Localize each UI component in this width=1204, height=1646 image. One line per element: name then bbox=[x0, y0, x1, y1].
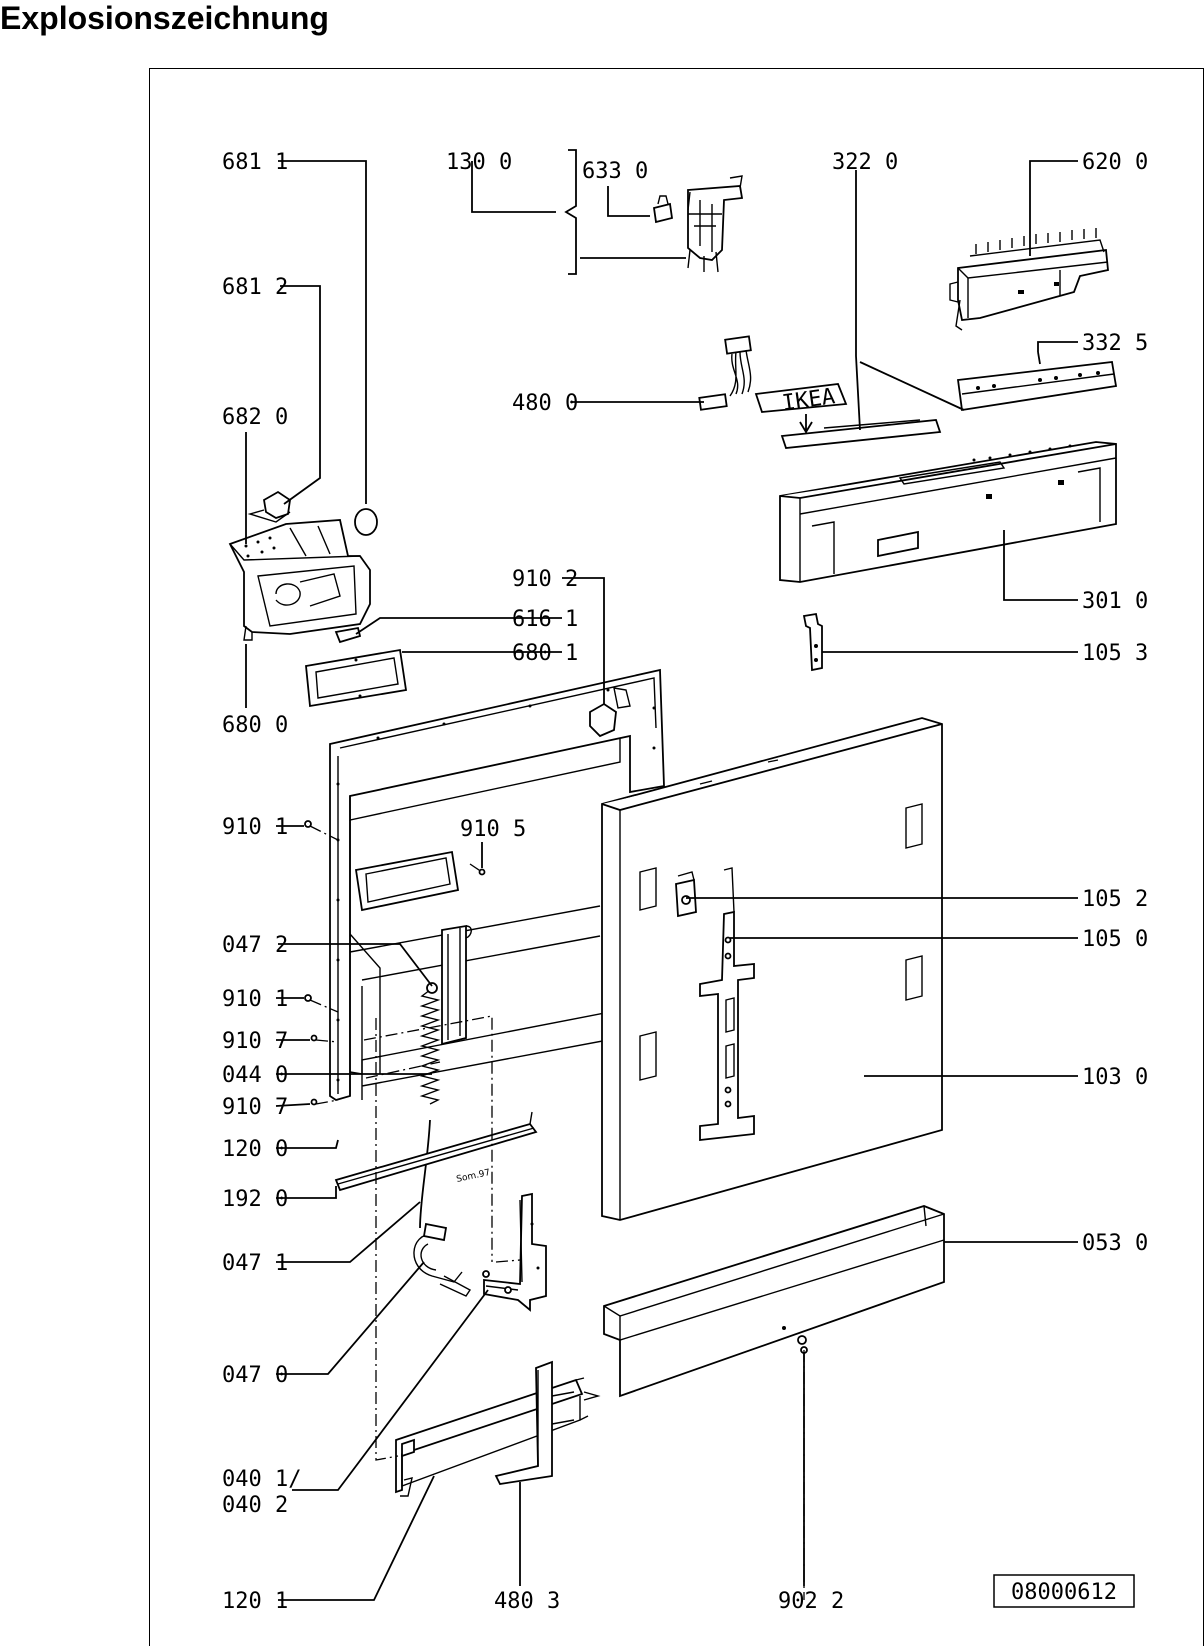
outer-door-panel-drawing bbox=[601, 717, 943, 1221]
part-label-910-5: 910 5 bbox=[460, 817, 526, 842]
part-label-047-2: 047 2 bbox=[222, 933, 288, 958]
part-label-047-1: 047 1 bbox=[222, 1251, 288, 1276]
leader-lines bbox=[245, 149, 1078, 1601]
part-label-680-1: 680 1 bbox=[512, 641, 578, 666]
part-label-130-0: 130 0 bbox=[446, 150, 512, 175]
control-panel-drawing bbox=[779, 441, 1117, 583]
part-label-120-1: 120 1 bbox=[222, 1589, 288, 1614]
bracket-small-drawing bbox=[802, 612, 823, 672]
lower-rail-drawing bbox=[395, 1377, 589, 1497]
part-label-103-0: 103 0 bbox=[1082, 1065, 1148, 1090]
part-label-480-3: 480 3 bbox=[494, 1589, 560, 1614]
spring-hook-drawing bbox=[413, 1222, 472, 1297]
part-label-680-0: 680 0 bbox=[222, 713, 288, 738]
screw-902-drawing bbox=[797, 1335, 808, 1354]
part-label-910-1-a: 910 1 bbox=[222, 815, 288, 840]
small-clip-drawing bbox=[247, 490, 291, 523]
part-label-105-2: 105 2 bbox=[1082, 887, 1148, 912]
part-label-616-1: 616 1 bbox=[512, 607, 578, 632]
round-seal-drawing bbox=[354, 508, 378, 536]
drawing-number-box: 08000612 bbox=[993, 1574, 1135, 1608]
bottom-rail-drawing: Som.97 bbox=[334, 1111, 538, 1192]
control-strip-drawing bbox=[956, 361, 1118, 412]
vertical-channel-drawing bbox=[441, 924, 472, 1046]
part-label-681-1: 681 1 bbox=[222, 150, 288, 175]
sticker-text: IKEA bbox=[781, 384, 837, 416]
part-label-681-2: 681 2 bbox=[222, 275, 288, 300]
part-label-105-3: 105 3 bbox=[1082, 641, 1148, 666]
part-label-047-0: 047 0 bbox=[222, 1363, 288, 1388]
part-label-910-1-b: 910 1 bbox=[222, 987, 288, 1012]
dispenser-window-drawing bbox=[354, 850, 460, 912]
part-label-332-5: 332 5 bbox=[1082, 331, 1148, 356]
part-labels: 681 1 130 0 633 0 322 0 620 0 681 2 332 … bbox=[222, 150, 1148, 1614]
part-label-620-0: 620 0 bbox=[1082, 150, 1148, 175]
part-label-633-0: 633 0 bbox=[582, 159, 648, 184]
part-label-902-2: 902 2 bbox=[778, 1589, 844, 1614]
part-label-910-2: 910 2 bbox=[512, 567, 578, 592]
part-label-192-0: 192 0 bbox=[222, 1187, 288, 1212]
part-label-480-0: 480 0 bbox=[512, 391, 578, 416]
page-title: Explosionszeichnung bbox=[0, 0, 329, 36]
part-label-910-7-a: 910 7 bbox=[222, 1029, 288, 1054]
mounting-rail-drawing bbox=[699, 867, 755, 1142]
rail-connector-drawing bbox=[551, 1391, 601, 1425]
part-label-040-1: 040 1/ bbox=[222, 1467, 301, 1492]
screw-set-drawing bbox=[304, 820, 486, 1106]
part-label-053-0: 053 0 bbox=[1082, 1231, 1148, 1256]
part-label-120-0: 120 0 bbox=[222, 1137, 288, 1162]
electronic-module-drawing bbox=[949, 228, 1109, 331]
part-label-910-7-b: 910 7 bbox=[222, 1095, 288, 1120]
small-latch-drawing bbox=[334, 626, 362, 644]
part-label-044-0: 044 0 bbox=[222, 1063, 288, 1088]
door-hinge-bracket-drawing bbox=[482, 1192, 547, 1312]
detergent-dispenser-drawing bbox=[228, 519, 371, 641]
kick-plate-drawing bbox=[603, 1205, 945, 1398]
wire-harness-drawing bbox=[698, 335, 752, 411]
door-spring-drawing bbox=[419, 982, 441, 1229]
door-lock-assembly-drawing bbox=[652, 175, 744, 273]
stamp-text: Som.97 bbox=[456, 1168, 492, 1185]
part-label-301-0: 301 0 bbox=[1082, 589, 1148, 614]
dispenser-gasket-drawing bbox=[305, 648, 408, 708]
part-label-040-2: 040 2 bbox=[222, 1493, 288, 1518]
ikea-sticker-drawing: IKEA bbox=[754, 383, 942, 449]
support-leg-drawing bbox=[494, 1360, 553, 1485]
part-label-322-0: 322 0 bbox=[832, 150, 898, 175]
drawing-number: 08000612 bbox=[1011, 1580, 1117, 1605]
part-label-105-0: 105 0 bbox=[1082, 927, 1148, 952]
part-label-682-0: 682 0 bbox=[222, 405, 288, 430]
